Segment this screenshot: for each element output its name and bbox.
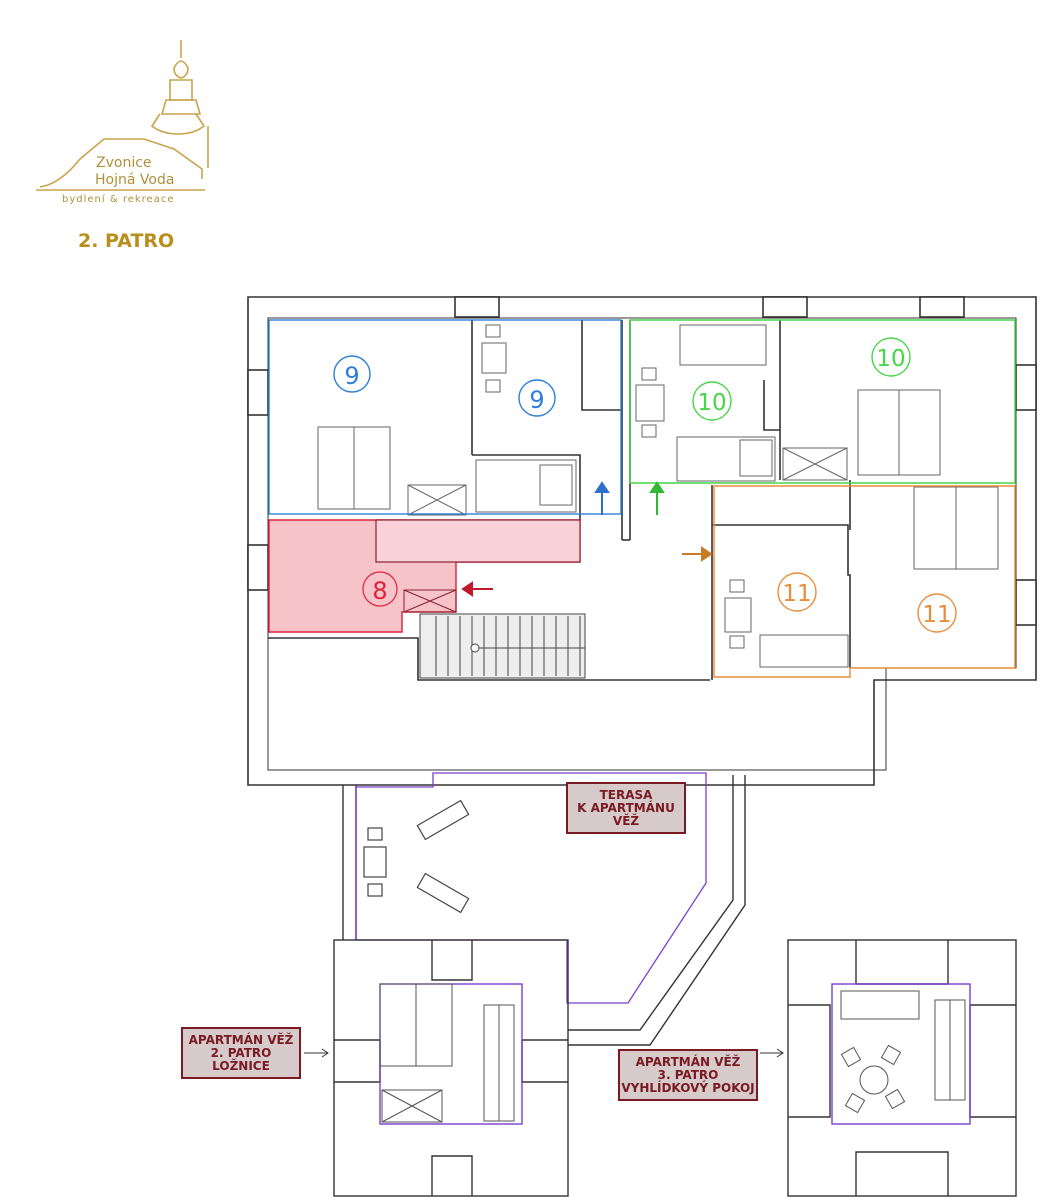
room-8-number: 8 <box>372 577 387 605</box>
label-tower-2-line2: 2. PATRO <box>210 1045 272 1060</box>
apartment-10-outline <box>629 319 1016 484</box>
label-tower-2: APARTMÁN VĚŽ 2. PATRO LOŽNICE <box>181 1027 301 1079</box>
room-10a-circle <box>692 381 732 421</box>
label-tower-3-line1: APARTMÁN VĚŽ <box>635 1054 741 1069</box>
room-11a-number: 11 <box>782 581 811 607</box>
apartment-9-outline <box>268 319 622 515</box>
room-10b-number: 10 <box>876 346 905 372</box>
label-tower-3-line3: VYHLÍDKOVÝ POKOJ <box>621 1080 755 1095</box>
staircase <box>419 613 586 679</box>
label-tower-2-line1: APARTMÁN VĚŽ <box>188 1032 294 1047</box>
apartment-11-outline <box>713 485 1016 678</box>
floor-title: 2. PATRO <box>78 230 175 252</box>
room-11b-circle <box>917 593 957 633</box>
furniture <box>317 324 999 668</box>
label-terrace: TERASA K APARTMÁNU VĚŽ <box>566 782 686 834</box>
entrance-arrow-11 <box>682 546 713 562</box>
entrance-arrow-10 <box>649 481 665 515</box>
terrace-furniture <box>363 799 470 914</box>
tower-3-furniture <box>840 990 966 1114</box>
logo-text-3: bydlení & rekreace <box>62 193 174 205</box>
room-8-circle <box>362 571 398 607</box>
room-9b-number: 9 <box>529 386 544 414</box>
tower-3-arrow <box>760 1048 784 1058</box>
tower-3-walls <box>787 939 1017 1197</box>
tower-3-outline <box>831 983 971 1125</box>
logo-text-1: Zvonice <box>96 155 152 171</box>
entrance-arrow-9 <box>594 481 610 515</box>
label-terrace-line1: TERASA <box>599 787 653 802</box>
room-11a-circle <box>777 572 817 612</box>
room-9a-circle <box>333 355 371 393</box>
room-10b-circle <box>871 337 911 377</box>
entrance-arrow-8 <box>461 581 493 597</box>
logo-text-2: Hojná Voda <box>95 172 174 188</box>
label-terrace-line3: VĚŽ <box>612 813 640 828</box>
label-tower-3-line2: 3. PATRO <box>657 1067 719 1082</box>
logo <box>36 40 209 191</box>
tower-2-arrow <box>304 1048 329 1058</box>
room-9b-circle <box>518 379 556 417</box>
room-9a-number: 9 <box>344 362 359 390</box>
tower-2-walls <box>333 939 569 1197</box>
label-terrace-line2: K APARTMÁNU <box>577 800 675 815</box>
label-tower-2-line3: LOŽNICE <box>212 1058 270 1073</box>
tower-2-furniture <box>379 983 515 1123</box>
room-11b-number: 11 <box>922 602 951 628</box>
label-tower-3: APARTMÁN VĚŽ 3. PATRO VYHLÍDKOVÝ POKOJ <box>618 1049 758 1101</box>
room-10a-number: 10 <box>697 390 726 416</box>
building-walls <box>247 296 1037 786</box>
